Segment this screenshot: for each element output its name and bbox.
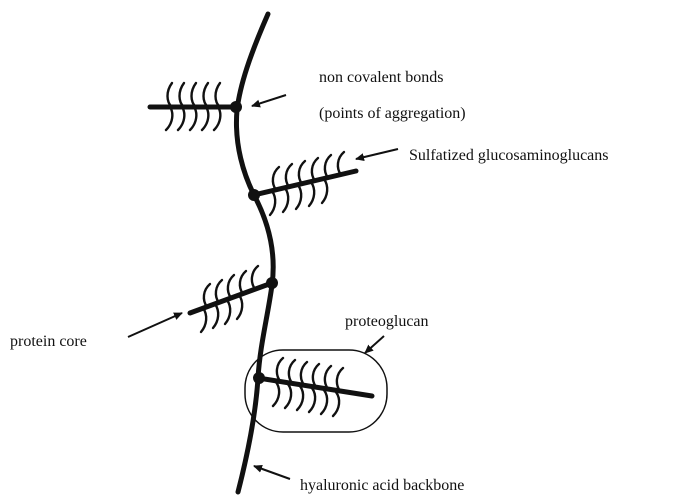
proteoglycan-4 (245, 350, 387, 432)
proteoglycan-1 (150, 83, 242, 130)
arrow-hyaluronic (254, 466, 290, 479)
arrow-proteoglucan (365, 336, 384, 353)
aggregation-point-2 (248, 189, 260, 201)
arrow-non-covalent (252, 95, 286, 106)
proteoglycan-2 (248, 152, 356, 215)
arrow-sulfatized (356, 149, 398, 159)
proteoglucan-outline (245, 350, 387, 432)
label-points-of-aggregation: (points of aggregation) (319, 106, 466, 122)
label-sulfatized-glucosaminoglucans: Sulfatized glucosaminoglucans (409, 148, 609, 164)
label-protein-core: protein core (10, 334, 87, 350)
arrow-protein-core (128, 313, 182, 337)
label-proteoglucan: proteoglucan (345, 314, 429, 330)
label-hyaluronic-acid-backbone: hyaluronic acid backbone (300, 478, 464, 494)
aggregation-point-3 (266, 277, 278, 289)
label-non-covalent-bonds: non covalent bonds (319, 70, 443, 86)
aggregation-point-4 (253, 372, 265, 384)
aggregation-point-1 (230, 101, 242, 113)
